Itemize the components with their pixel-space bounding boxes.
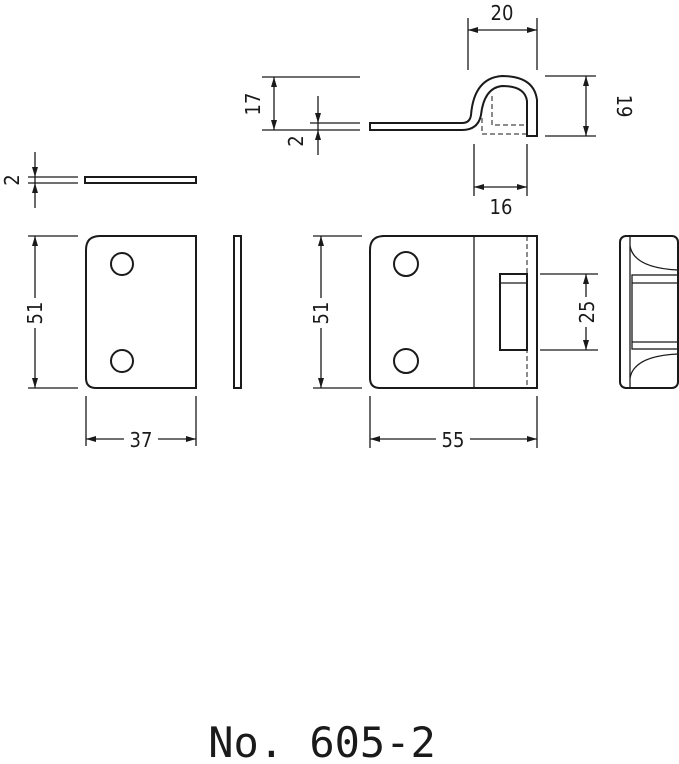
dim-top-width-label: 20	[491, 1, 514, 25]
dim-left-thickness: 2	[0, 152, 78, 208]
dim-right-width-label: 55	[442, 428, 465, 452]
top-profile-view	[369, 74, 538, 137]
dim-left-height: 51	[23, 235, 78, 389]
dim-top-thickness: 2	[284, 96, 360, 155]
dim-top-right-height-label: 19	[612, 95, 636, 118]
dim-top-height: 17	[241, 76, 360, 131]
dim-right-height: 51	[309, 235, 362, 389]
dim-loop-height-label: 25	[575, 301, 599, 324]
dim-left-thickness-label: 2	[0, 174, 24, 185]
dim-right-height-label: 51	[309, 302, 333, 325]
dim-left-width-label: 37	[130, 428, 153, 452]
dim-left-width: 37	[85, 396, 197, 452]
left-plate-top-view	[84, 176, 197, 184]
dim-right-width: 55	[369, 396, 538, 452]
dim-top-inner-width-label: 16	[490, 195, 513, 219]
dim-top-right-height: 19	[545, 75, 636, 137]
dim-top-height-label: 17	[241, 93, 265, 116]
right-plate-front-view	[369, 235, 538, 389]
dim-top-thickness-label: 2	[284, 135, 308, 146]
dim-left-height-label: 51	[23, 302, 47, 325]
dim-top-width: 20	[467, 1, 538, 70]
right-plate-side-view	[619, 235, 679, 389]
model-number: No. 605-2	[208, 718, 436, 764]
left-plate-side-view	[233, 235, 242, 389]
left-plate-front-view	[85, 235, 197, 389]
dim-top-inner-width: 16	[473, 144, 528, 219]
dim-loop-height: 25	[540, 273, 599, 351]
